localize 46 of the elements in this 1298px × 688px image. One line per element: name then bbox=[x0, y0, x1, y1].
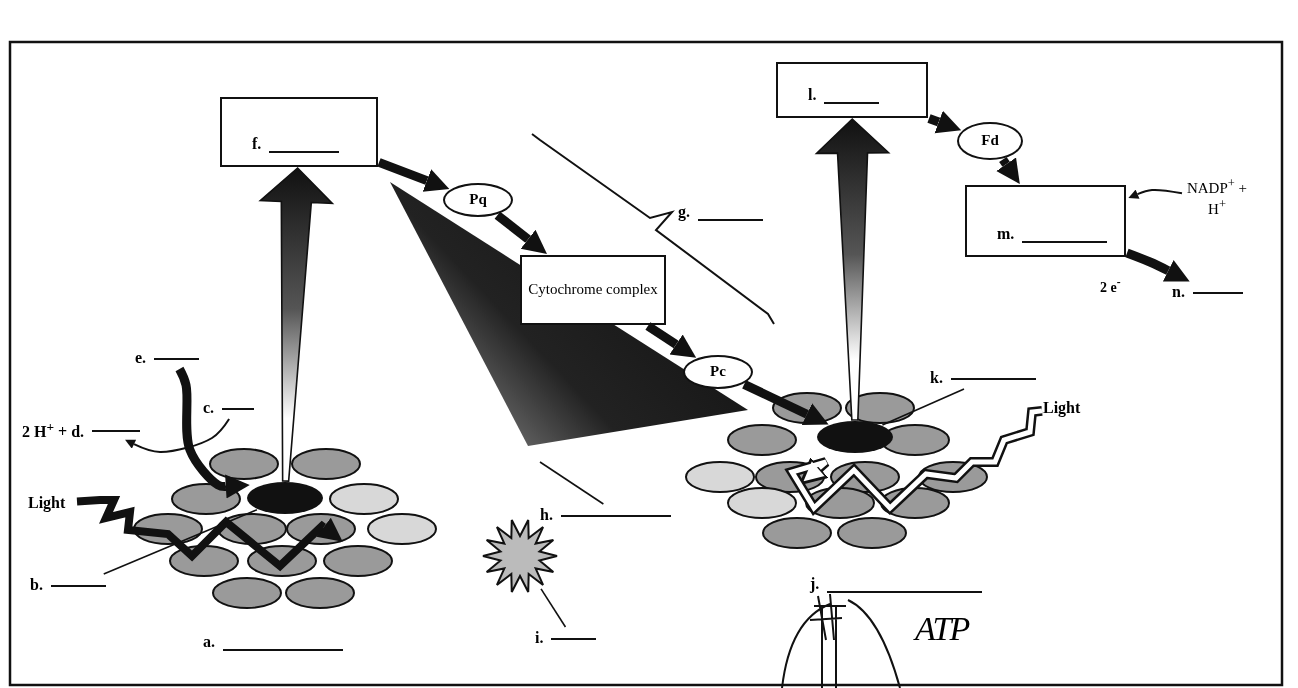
arrow bbox=[645, 322, 697, 358]
energy-arrow bbox=[258, 166, 335, 482]
label-box bbox=[965, 185, 1126, 257]
arrow bbox=[1125, 248, 1190, 282]
arrow bbox=[377, 158, 450, 192]
label-letter: b. bbox=[30, 575, 43, 595]
protein-ellipse bbox=[443, 183, 513, 217]
label-box bbox=[776, 62, 928, 118]
label-letter: c. bbox=[203, 398, 215, 418]
reactant-label: NADP$^{+}$ + H$^{+}$ bbox=[1185, 175, 1249, 219]
light-label: Light bbox=[1043, 398, 1081, 418]
reaction-center bbox=[247, 482, 323, 514]
leader-line bbox=[540, 588, 567, 628]
arrow bbox=[1128, 188, 1183, 199]
arrow bbox=[175, 366, 250, 499]
label-letter: i. bbox=[535, 628, 544, 648]
protein-ellipse bbox=[957, 122, 1023, 160]
label-letter: f. bbox=[252, 134, 262, 153]
protein-box bbox=[520, 255, 666, 325]
handwritten-note: ATP bbox=[915, 610, 969, 648]
label-letter: m. bbox=[997, 224, 1015, 243]
label-letter: a. bbox=[203, 633, 215, 651]
label-text: Pc bbox=[710, 363, 726, 381]
label-box bbox=[220, 97, 378, 167]
energy-arrow bbox=[814, 117, 891, 421]
starburst bbox=[482, 518, 558, 594]
arrow bbox=[927, 110, 962, 134]
label-letter: 2 H$^{+}$ + d. bbox=[22, 418, 85, 442]
label-letter: l. bbox=[808, 85, 817, 104]
label-letter: g. bbox=[678, 203, 690, 221]
label-text: Pq bbox=[469, 191, 487, 209]
label-letter: k. bbox=[930, 368, 943, 388]
label-letter: j. bbox=[810, 575, 820, 593]
leader-line bbox=[539, 461, 605, 505]
arrow bbox=[996, 156, 1020, 184]
light-arrow bbox=[76, 496, 343, 572]
reaction-center bbox=[817, 421, 893, 453]
protein-ellipse bbox=[683, 355, 753, 389]
arrow bbox=[125, 418, 231, 453]
label-letter: e. bbox=[135, 348, 147, 368]
label-text: Fd bbox=[981, 132, 999, 150]
label-letter: n. bbox=[1172, 282, 1185, 302]
light-label: Light bbox=[28, 493, 66, 513]
label-letter: h. bbox=[540, 505, 553, 525]
arrow bbox=[494, 211, 547, 254]
label-text: Cytochrome complex bbox=[528, 281, 658, 299]
